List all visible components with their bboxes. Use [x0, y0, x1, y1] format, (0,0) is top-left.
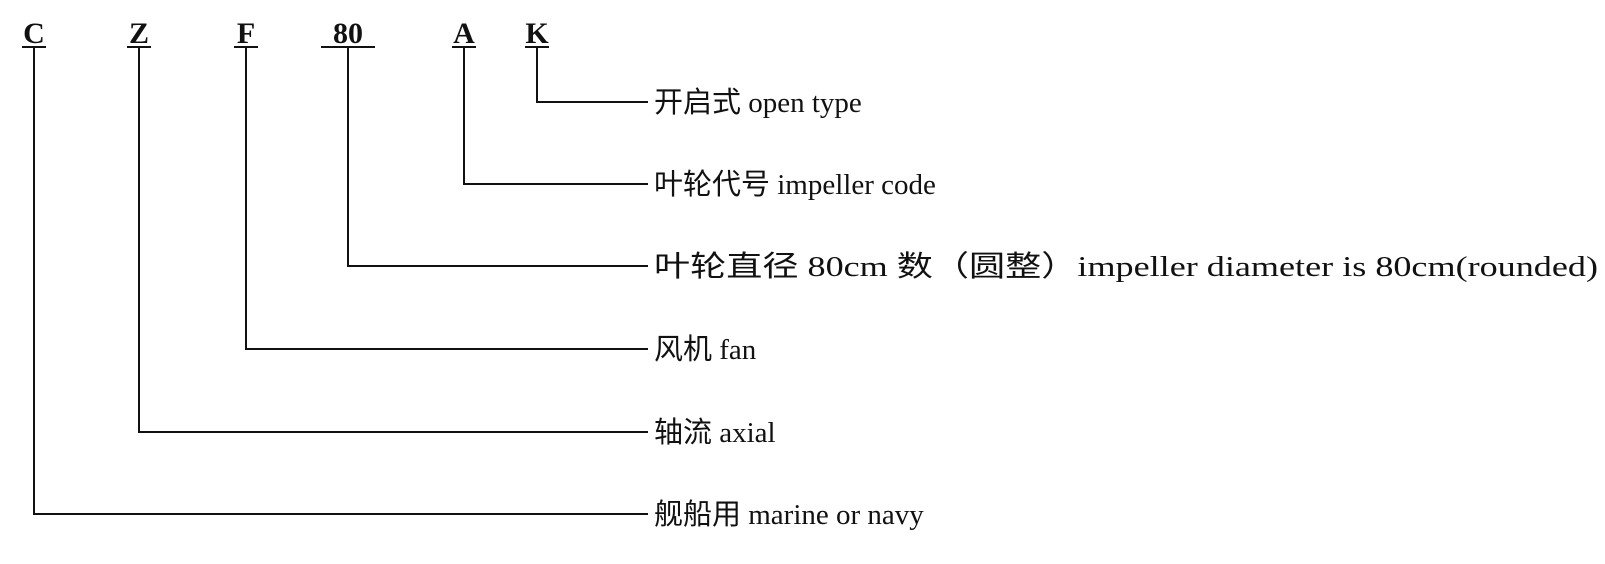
code-letter-c: C: [23, 17, 45, 50]
code-letter-z: Z: [129, 17, 149, 50]
leader-80: [347, 47, 648, 267]
code-number-80: 80: [333, 17, 363, 50]
leader-k: [536, 47, 648, 103]
code-letters: C Z F 80 A K: [22, 17, 549, 50]
leader-a: [463, 47, 648, 185]
leader-f: [245, 47, 648, 350]
description-axial: 轴流 axial: [654, 416, 776, 449]
code-letter-a: A: [453, 17, 475, 50]
description-fan: 风机 fan: [654, 333, 757, 366]
leader-z: [138, 47, 648, 433]
description-marine-or-navy: 舰船用 marine or navy: [654, 498, 924, 531]
description-open-type: 开启式 open type: [654, 86, 862, 119]
description-impeller-diameter: 叶轮直径 80cm 数（圆整）impeller diameter is 80cm…: [654, 250, 1598, 283]
description-impeller-code: 叶轮代号 impeller code: [654, 168, 936, 201]
leader-lines: [33, 47, 648, 515]
code-letter-k: K: [525, 17, 549, 50]
descriptions: 开启式 open type 叶轮代号 impeller code 叶轮直径 80…: [654, 86, 1598, 531]
leader-c: [33, 47, 648, 515]
code-letter-f: F: [237, 17, 255, 50]
